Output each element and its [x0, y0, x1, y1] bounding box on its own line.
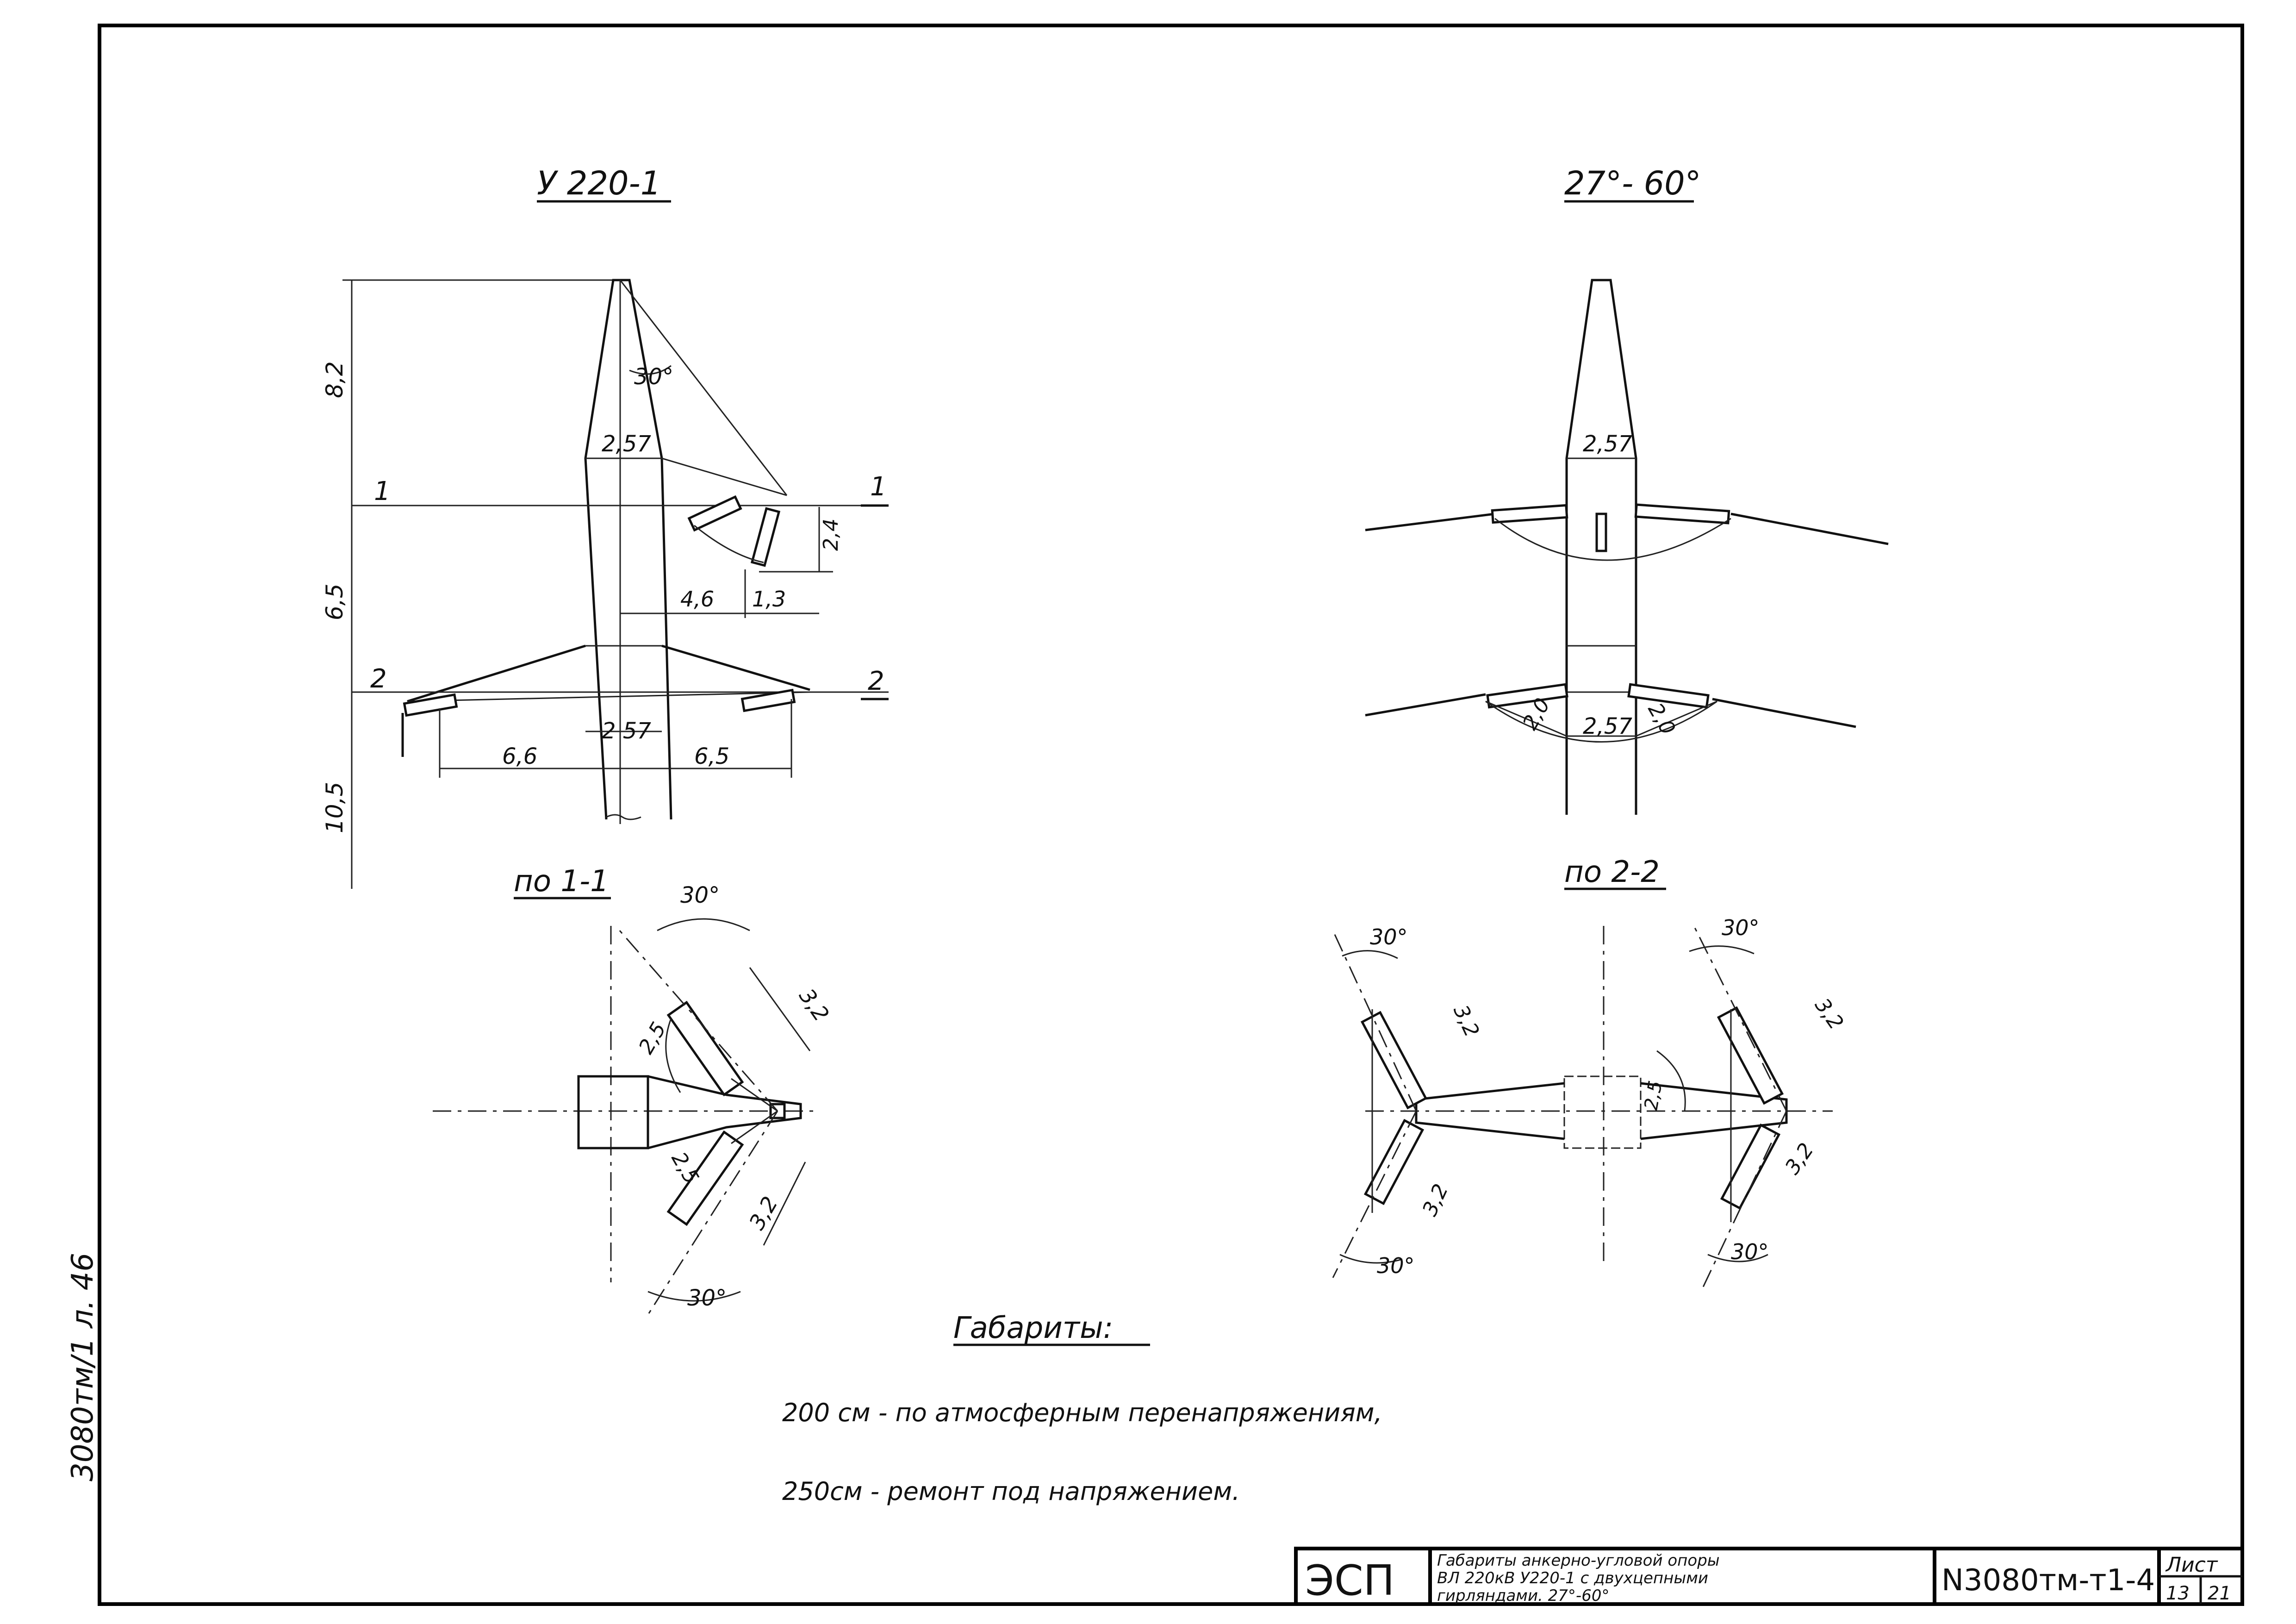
sec2-r: 2,5	[1641, 1079, 1667, 1112]
margin-stamp: 3080тм/1 л. 46	[66, 1253, 100, 1481]
dim-width-upper: 2,57	[602, 431, 651, 457]
dim-garland-drop: 2,4	[819, 518, 843, 551]
title-desc-2: ВЛ 220кВ У220-1 с двухцепными	[1437, 1569, 1708, 1587]
tower-angle-view: 27°- 60° 2,57 2,57 2,0 2,0	[1365, 164, 1889, 815]
sec2-len-bl: 3,2	[1418, 1181, 1453, 1220]
dim-arm-left: 6,6	[502, 743, 537, 769]
notes-line-1: 200 см - по атмосферным перенапряжениям,	[782, 1398, 1382, 1427]
title-block: ЭСП Габариты анкерно-угловой опоры ВЛ 22…	[1294, 1547, 2244, 1606]
sheet-frame	[98, 24, 2244, 1606]
sec2-angle-tr: 30°	[1722, 915, 1760, 940]
dim-width-lower: 2 57	[602, 718, 651, 744]
sec2-angle-tl: 30°	[1370, 924, 1408, 949]
title-sheet-no: 13	[2166, 1583, 2190, 1604]
dim-v-bottom: 10,5	[321, 782, 348, 833]
section-mark-1-left: 1	[374, 476, 391, 506]
dim-arm-right: 6,5	[694, 743, 729, 769]
title-desc-3: гирляндами. 27°-60°	[1437, 1587, 1609, 1605]
section-2-title: по 2-2	[1564, 855, 1660, 889]
sec1-angle-top: 30°	[680, 882, 720, 908]
sec1-len-top: 3,2	[794, 984, 834, 1026]
sec2-len-tr: 3,2	[1810, 994, 1848, 1034]
title-org: ЭСП	[1305, 1556, 1394, 1605]
view-title-angle: 27°- 60°	[1564, 164, 1701, 202]
dim-width-lower-right: 2,57	[1583, 713, 1632, 739]
view-title-main: У 220-1	[537, 164, 661, 202]
sec2-len-tl: 3,2	[1449, 1001, 1484, 1041]
title-sheet-total: 21	[2208, 1583, 2231, 1604]
dim-angle-side: 30°	[634, 364, 673, 390]
sec2-len-br: 3,2	[1780, 1139, 1818, 1179]
section-2-2: по 2-2 30° 30° 3,2 3,2 30° 30° 3,2 3,2 2…	[1332, 855, 1848, 1287]
dim-width-upper-right: 2,57	[1583, 431, 1632, 457]
notes-line-2: 250см - ремонт под напряжением.	[782, 1477, 1240, 1506]
clearance-notes: Габариты: 200 см - по атмосферным перена…	[782, 1311, 1382, 1506]
title-desc-1: Габариты анкерно-угловой опоры	[1437, 1551, 1720, 1570]
section-1-1: по 1-1 30° 30° 3,2 3,2 2,5 2,5	[433, 864, 834, 1315]
sec2-angle-bl: 30°	[1377, 1253, 1415, 1278]
dim-arm-len: 4,6	[680, 587, 714, 612]
notes-heading: Габариты:	[953, 1311, 1113, 1345]
dim-v-mid: 6,5	[321, 583, 348, 620]
section-mark-1-right: 1	[870, 472, 887, 502]
sec1-len-bottom: 3,2	[744, 1192, 783, 1234]
title-sheet-label: Лист	[2165, 1553, 2218, 1577]
dim-v-top: 8,2	[321, 361, 348, 398]
section-mark-2-right: 2	[868, 666, 884, 696]
sec2-angle-br: 30°	[1731, 1239, 1769, 1264]
tower-elevation-view: У 220-1 8,2 6,5 10,5 2,57 2 57 30° 1 1	[321, 164, 889, 889]
sec1-r-top: 2,5	[634, 1018, 671, 1058]
section-mark-2-left: 2	[370, 664, 387, 694]
sec1-angle-bottom: 30°	[687, 1285, 727, 1311]
title-code: N3080тм-т1-4	[1941, 1563, 2155, 1598]
dim-arm-tip: 1,3	[752, 587, 786, 612]
dim-lower-right: 2,0	[1643, 699, 1680, 739]
section-1-title: по 1-1	[514, 864, 609, 899]
